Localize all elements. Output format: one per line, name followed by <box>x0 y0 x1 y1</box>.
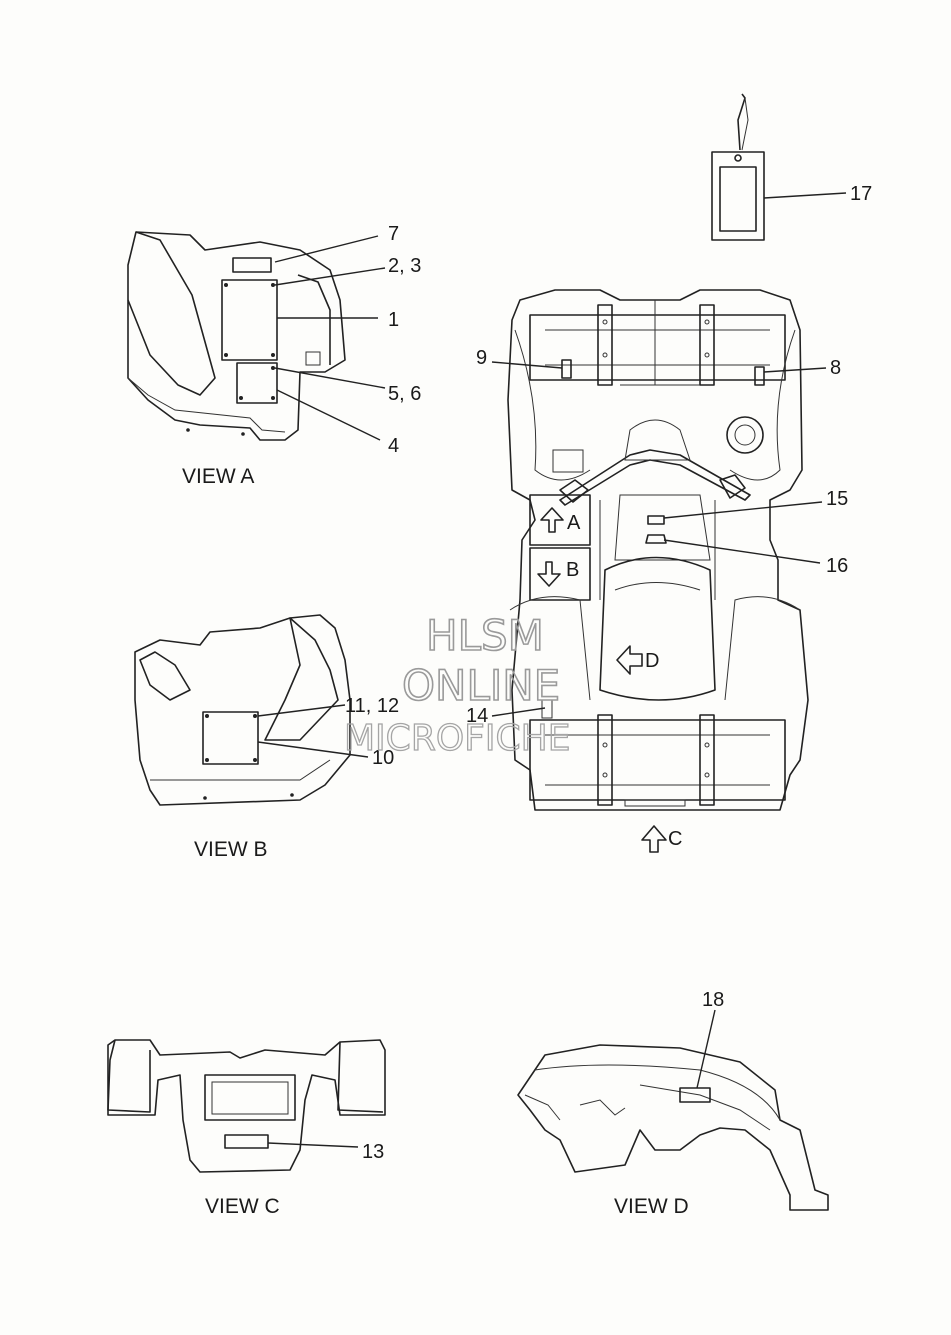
callout-18: 18 <box>702 989 724 1011</box>
callout-9: 9 <box>476 347 487 369</box>
callout-8: 8 <box>830 357 841 379</box>
view-d-drawing <box>517 1009 829 1211</box>
callout-17: 17 <box>850 183 872 205</box>
callout-5-6: 5, 6 <box>388 383 421 405</box>
callout-15: 15 <box>826 488 848 510</box>
view-c-arrow <box>641 825 667 853</box>
view-b-drawing <box>134 614 369 806</box>
callout-7: 7 <box>388 223 399 245</box>
callout-1: 1 <box>388 309 399 331</box>
arrow-label-b: B <box>566 559 579 581</box>
view-c-title: VIEW C <box>205 1195 280 1218</box>
view-c-drawing <box>107 1039 386 1173</box>
callout-10: 10 <box>372 747 394 769</box>
arrow-label-c: C <box>668 828 682 850</box>
callout-13: 13 <box>362 1141 384 1163</box>
callout-14: 14 <box>466 705 488 727</box>
hang-tag-drawing <box>711 93 847 241</box>
callout-2-3: 2, 3 <box>388 255 421 277</box>
view-b-title: VIEW B <box>194 838 268 861</box>
watermark-line-1: HLSM <box>426 611 544 660</box>
watermark-line-2: ONLINE <box>402 661 560 710</box>
callout-16: 16 <box>826 555 848 577</box>
arrow-label-d: D <box>645 650 659 672</box>
callout-4: 4 <box>388 435 399 457</box>
atv-top-view-drawing <box>491 289 827 811</box>
view-a-drawing <box>127 231 386 441</box>
callout-11-12: 11, 12 <box>345 695 399 717</box>
arrow-label-a: A <box>567 512 581 534</box>
watermark-line-3: MICROFICHE <box>344 718 570 759</box>
view-d-title: VIEW D <box>614 1195 689 1218</box>
view-a-title: VIEW A <box>182 465 254 488</box>
